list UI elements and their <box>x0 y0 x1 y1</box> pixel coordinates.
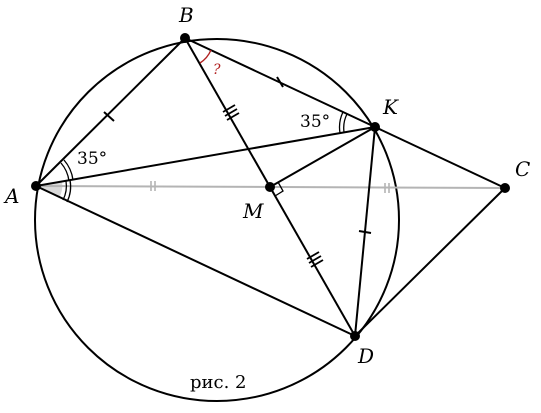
tick-kd <box>358 230 372 234</box>
segment-km <box>269 126 376 188</box>
label-a: A <box>3 184 19 208</box>
segment-ab <box>35 37 186 187</box>
label-k: K <box>382 95 399 119</box>
point-m <box>265 182 275 192</box>
point-c <box>500 183 510 193</box>
tick-ab <box>103 111 115 122</box>
ticks-am <box>150 181 156 191</box>
angle-kad-arcs <box>62 179 72 203</box>
figure-caption: рис. 2 <box>190 372 247 393</box>
label-m: M <box>242 199 264 223</box>
circle <box>34 38 400 402</box>
ticks-md <box>306 251 324 268</box>
ticks-mc <box>384 183 390 193</box>
angle-bak-label: 35° <box>77 149 107 169</box>
point-d <box>350 331 360 341</box>
angle-bak-arcs <box>60 159 74 182</box>
unknown-angle-label: ? <box>213 62 221 78</box>
tick-bk <box>276 76 284 88</box>
point-k <box>370 122 380 132</box>
segment-ak <box>35 126 376 187</box>
point-a <box>31 181 41 191</box>
unknown-angle-arc <box>199 49 212 64</box>
ticks-bm <box>222 104 240 121</box>
label-b: B <box>178 3 194 27</box>
point-b <box>180 33 190 43</box>
angle-bka-label: 35° <box>300 112 330 132</box>
segment-ad <box>35 185 356 337</box>
label-d: D <box>357 344 374 368</box>
segment-dc <box>354 187 506 337</box>
angle-bka-arcs <box>338 111 348 134</box>
right-angle-mark <box>274 181 284 197</box>
label-c: C <box>515 157 530 181</box>
segment-kc <box>374 126 506 189</box>
